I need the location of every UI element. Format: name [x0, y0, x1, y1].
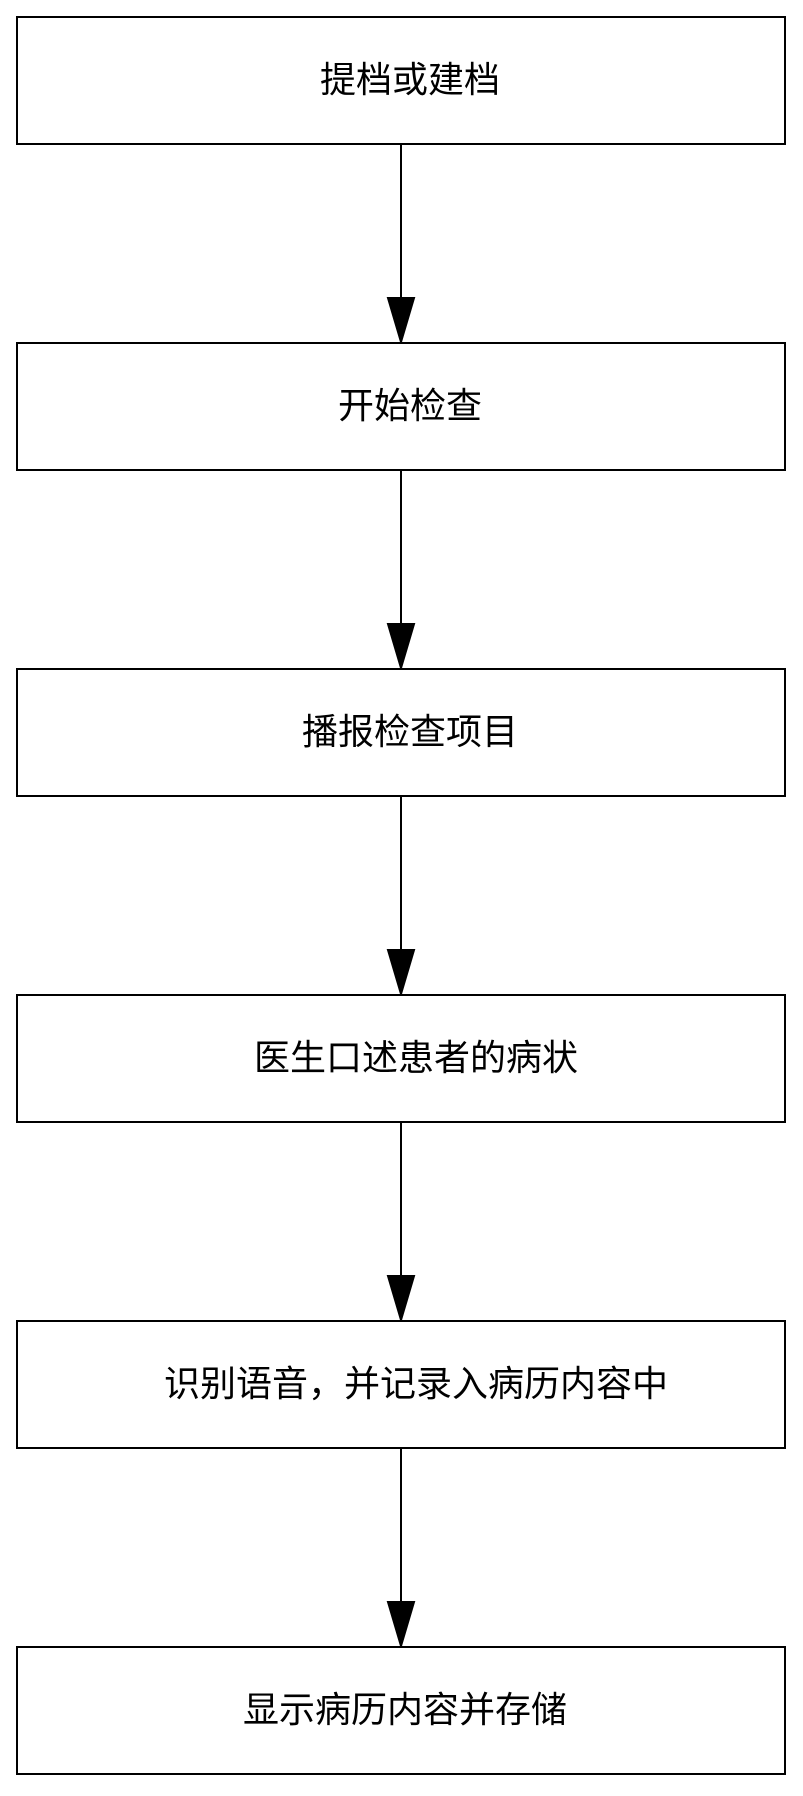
arrowhead-5 — [386, 1601, 416, 1650]
step-label: 提档或建档 — [319, 59, 500, 101]
step-label: 开始检查 — [337, 385, 482, 427]
step-label: 识别语音，并记录入病历内容中 — [163, 1363, 668, 1405]
step-label: 医生口述患者的病状 — [253, 1037, 578, 1079]
step-box-announce-items: 播报检查项目 — [16, 668, 786, 797]
step-box-start-exam: 开始检查 — [16, 342, 786, 471]
step-box-speech-recognition: 识别语音，并记录入病历内容中 — [16, 1320, 786, 1449]
step-label: 播报检查项目 — [301, 711, 518, 753]
arrowhead-4 — [386, 1275, 416, 1324]
arrowhead-2 — [386, 623, 416, 672]
arrowhead-1 — [386, 297, 416, 346]
step-box-display-store: 显示病历内容并存储 — [16, 1646, 786, 1775]
step-box-create-file: 提档或建档 — [16, 16, 786, 145]
arrowhead-3 — [386, 949, 416, 998]
step-box-doctor-dictation: 医生口述患者的病状 — [16, 994, 786, 1123]
step-label: 显示病历内容并存储 — [242, 1689, 567, 1731]
